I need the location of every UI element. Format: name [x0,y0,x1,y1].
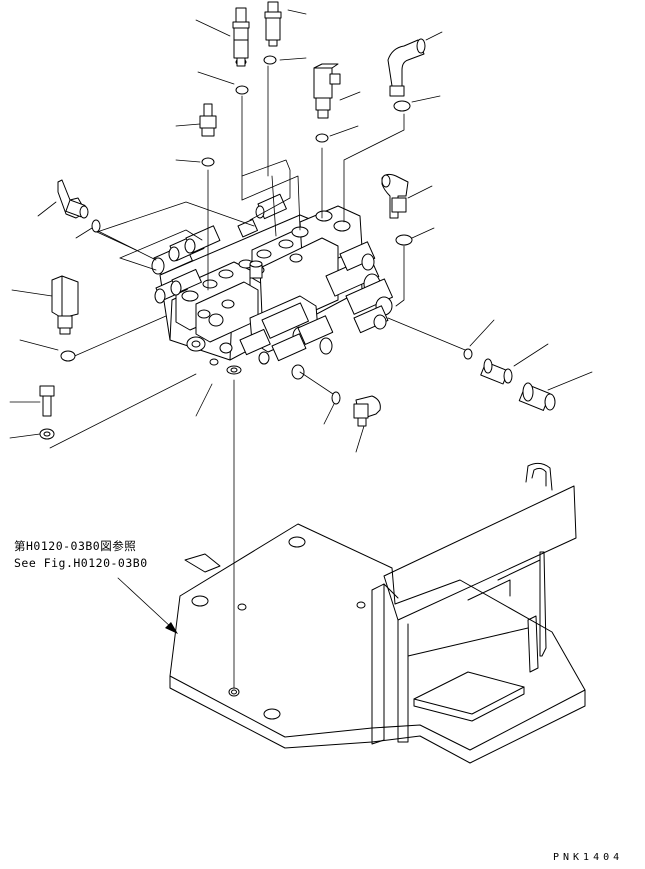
connector-fitting [480,358,513,385]
elbow-fitting [387,38,426,112]
o-ring [263,55,277,65]
o-ring [235,85,249,95]
bolt [39,385,55,440]
elbow-fitting [331,391,381,427]
reference-arrow [117,577,178,634]
fitting-top-right [264,1,282,47]
elbow-fitting [57,179,101,233]
plug-fitting [199,103,217,167]
pressure-switch [313,63,341,143]
elbow-fitting [381,173,413,246]
o-ring [463,348,473,360]
reference-note-jp: 第H0120-03B0図参照 [14,539,137,553]
upright-bracket [371,462,577,745]
leader-lines [9,9,593,453]
pressure-switch [51,275,79,362]
drawing-code: PNK1404 [553,852,624,863]
fitting-top-left [232,7,250,67]
cap-fitting [518,382,556,411]
mounting-plate [169,523,586,764]
control-valve-assembly [151,193,394,380]
reference-note-en: See Fig.H0120-03B0 [14,556,148,570]
